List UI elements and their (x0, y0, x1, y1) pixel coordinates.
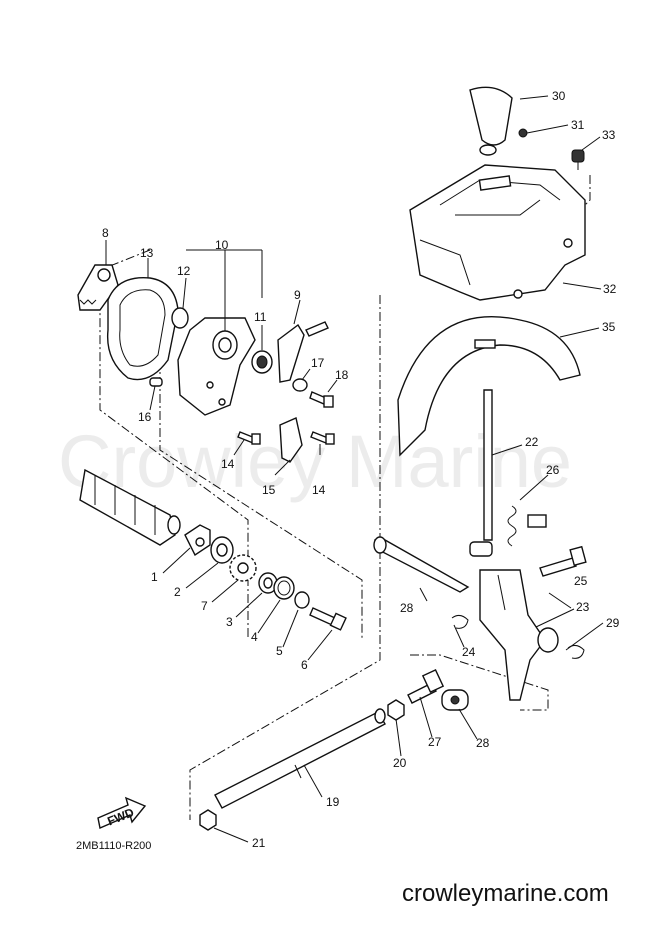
washer-3 (258, 572, 278, 594)
group-frame-left (99, 249, 249, 560)
fwd-arrow: FWD (97, 796, 147, 829)
oil-seal-11 (251, 350, 273, 374)
screw-32 (518, 128, 528, 138)
ball-joint-27 (407, 668, 445, 704)
callout-11: 11 (254, 310, 267, 324)
rod-19 (214, 708, 386, 809)
callout-27: 27 (428, 735, 442, 749)
drawing-code: 2MB1110-R200 (76, 840, 152, 852)
gasket-13 (106, 276, 179, 381)
group-frame-right (189, 295, 381, 820)
callout-1: 1 (151, 570, 158, 584)
washer-5 (294, 591, 310, 609)
callout-13: 13 (140, 246, 154, 260)
callout-20: 20 (393, 756, 407, 770)
clip-24 (451, 614, 469, 629)
callout-35: 35 (602, 320, 616, 334)
bolt-18 (309, 391, 334, 408)
callout-24: 24 (462, 645, 476, 659)
grommet-34 (571, 149, 585, 170)
washer-17 (292, 378, 308, 392)
callout-14-left: 14 (221, 457, 235, 471)
nut-20 (387, 699, 405, 721)
callout-16: 16 (138, 410, 152, 424)
shift-console-33 (409, 164, 586, 301)
callout-32: 31 (571, 118, 585, 132)
cover-35 (397, 316, 581, 457)
bolt-25 (539, 545, 587, 577)
callout-14-right: 14 (312, 483, 326, 497)
shift-drum (79, 468, 181, 546)
site-footer[interactable]: crowleymarine.com (402, 880, 609, 907)
callout-3: 3 (226, 615, 233, 629)
joint-cap-28 (441, 689, 469, 711)
group-frame-shift (410, 654, 549, 711)
dowel-16 (149, 377, 163, 387)
group-frame-mid (159, 360, 363, 640)
callout-12: 12 (177, 264, 191, 278)
callout-labels: 30 31 33 32 35 22 26 25 23 29 24 28 27 2… (102, 89, 620, 850)
callout-2: 2 (174, 585, 181, 599)
callout-28: 28 (476, 736, 490, 750)
callout-34: 33 (602, 128, 616, 142)
callout-6: 6 (301, 658, 308, 672)
callout-5: 5 (276, 644, 283, 658)
shaft-29 (373, 536, 470, 593)
callout-4: 4 (251, 630, 258, 644)
callout-30: 29 (606, 616, 620, 630)
leader-lines (105, 95, 604, 843)
callout-25: 25 (574, 574, 588, 588)
nut-21 (199, 809, 217, 831)
callout-29: 28 (400, 601, 414, 615)
bolt-14-right (310, 431, 335, 445)
shift-rod-22 (469, 389, 493, 557)
callout-26: 26 (546, 463, 560, 477)
stopper-1 (184, 524, 211, 557)
shift-lever-9 (277, 321, 329, 383)
spring-4 (273, 576, 295, 600)
callout-17: 17 (311, 356, 325, 370)
plug-12 (171, 307, 189, 329)
callout-18: 18 (335, 368, 349, 382)
callout-8: 8 (102, 226, 109, 240)
callout-19: 19 (326, 795, 340, 809)
bolt-14-left (237, 431, 261, 445)
bolt-6 (309, 607, 347, 631)
callout-10: 10 (215, 238, 229, 252)
shift-knob (469, 86, 513, 156)
callout-7: 7 (201, 599, 208, 613)
housing-10 (177, 317, 256, 416)
clip-15 (279, 417, 303, 463)
callout-23: 23 (576, 600, 590, 614)
spring-26 (507, 505, 547, 547)
gear-7 (229, 554, 257, 582)
bracket-23 (479, 569, 559, 701)
callout-22: 22 (525, 435, 539, 449)
svg-text:FWD: FWD (105, 805, 136, 828)
callout-31: 30 (552, 89, 566, 103)
callout-15: 15 (262, 483, 276, 497)
callout-9: 9 (294, 288, 301, 302)
callout-21: 21 (252, 836, 266, 850)
collar-2 (210, 536, 234, 564)
callout-33: 32 (603, 282, 617, 296)
